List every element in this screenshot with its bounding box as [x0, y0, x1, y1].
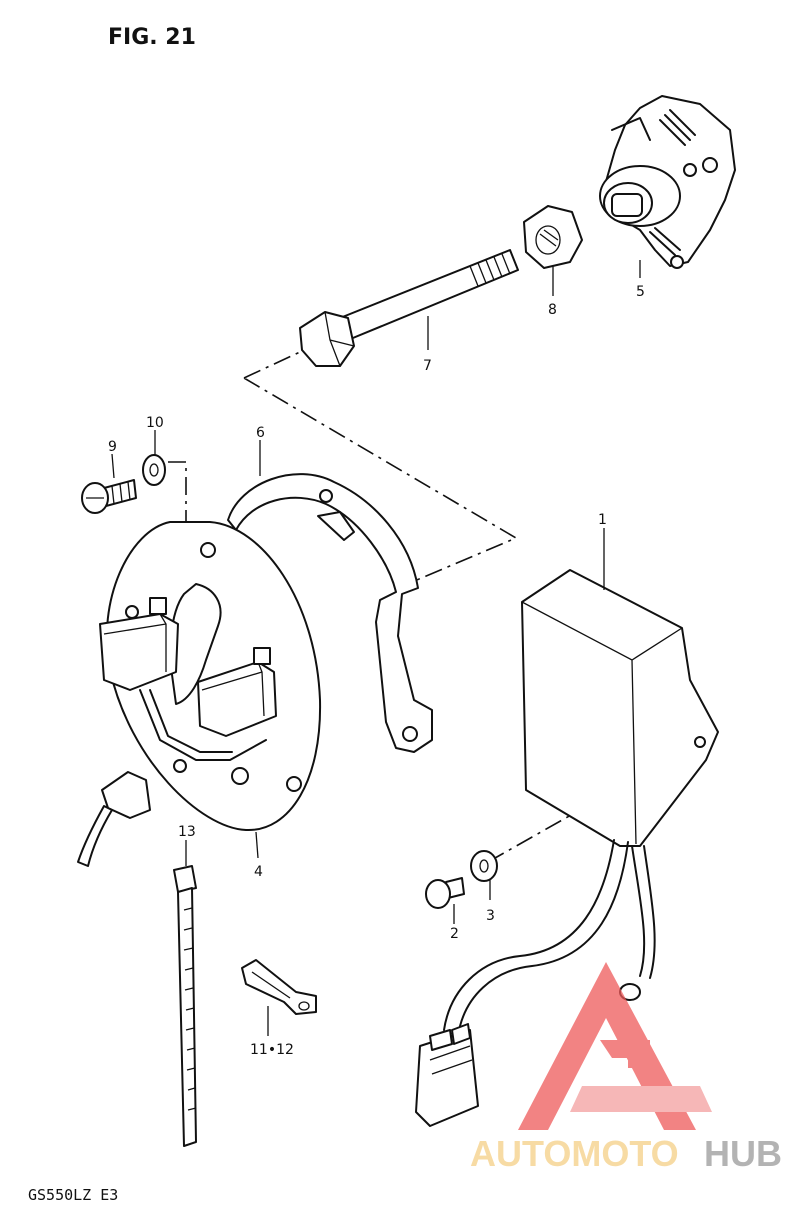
label-part-9: 9: [108, 439, 117, 455]
part-3-washer: [470, 850, 498, 882]
label-part-11-12: 11•12: [250, 1042, 294, 1058]
part-9-screw: [81, 479, 137, 514]
watermark-text-automoto: AUTOMOTO: [470, 1133, 679, 1174]
label-leaders: [111, 260, 641, 1036]
part-7-bolt: [299, 249, 519, 367]
part-6-bracket: [227, 473, 433, 753]
label-part-10: 10: [146, 415, 164, 431]
label-part-1: 1: [598, 512, 607, 528]
watermark-text-hub: HUB: [704, 1133, 782, 1174]
label-part-8: 8: [548, 302, 557, 318]
label-part-5: 5: [636, 284, 645, 300]
label-part-2: 2: [450, 926, 459, 942]
part-1-cdi-unit: [415, 569, 719, 1127]
part-11-12-clamp: [241, 959, 317, 1015]
label-part-4: 4: [254, 864, 263, 880]
part-13-cable-tie: [173, 865, 197, 1147]
label-part-3: 3: [486, 908, 495, 924]
figure-title: FIG. 21: [108, 25, 196, 50]
part-8-nut: [523, 205, 583, 269]
model-code: GS550LZ E3: [28, 1186, 118, 1204]
label-part-6: 6: [256, 425, 265, 441]
label-part-13: 13: [178, 824, 196, 840]
part-4-signal-generator-plate: [77, 521, 322, 867]
part-2-screw: [425, 877, 465, 909]
part-10-washer: [142, 454, 166, 486]
automotohub-logo: AUTOMOTO HUB: [470, 962, 782, 1174]
leader-line-7-to-1: [243, 351, 518, 583]
label-part-7: 7: [423, 358, 432, 374]
part-5-governor-assembly: [599, 95, 736, 269]
